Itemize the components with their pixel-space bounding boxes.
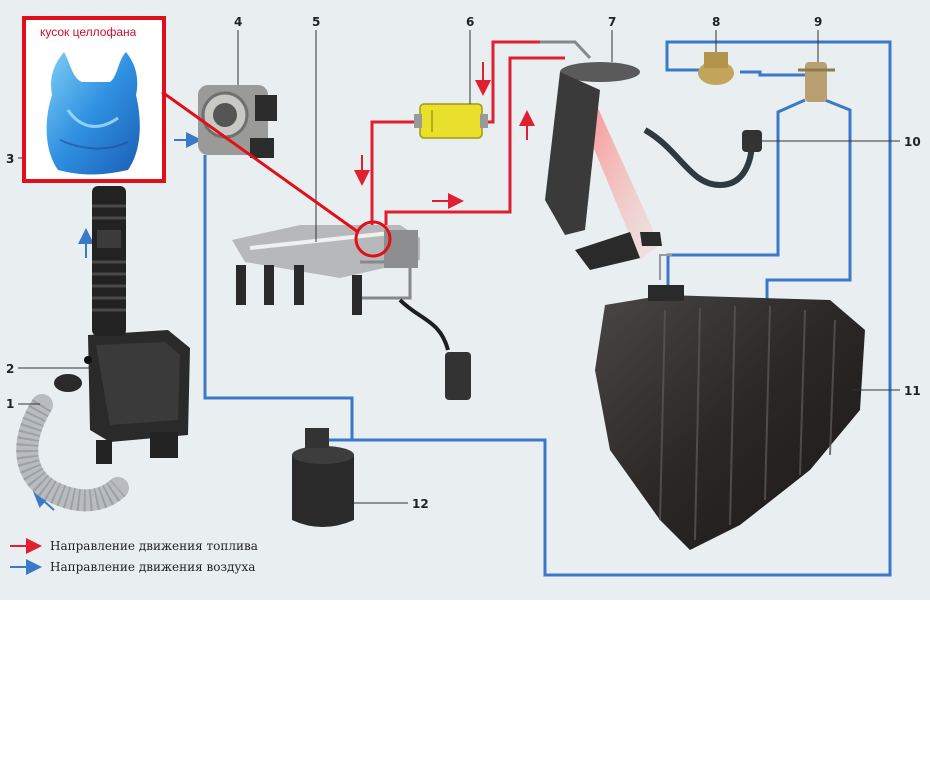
fuel-filter [414,103,488,139]
legend-fuel-text: Направление движения топлива [50,539,258,553]
flow-arrows [33,62,535,511]
inset-label: кусок целлофана [40,25,137,39]
label-part-11: 11 [904,384,921,398]
plastic-bag-image [46,52,140,175]
label-part-10: 10 [904,135,921,149]
legend: Направление движения топлива Направление… [10,538,258,575]
separator [798,62,835,102]
legend-air-text: Направление движения воздуха [50,560,255,574]
intake-hose [16,374,129,512]
label-part-7: 7 [608,15,616,29]
fuel-rail [232,225,471,400]
fuel-tank [595,254,865,550]
label-part-2: 2 [6,362,14,376]
diagram-canvas: 1 2 3 4 5 6 7 8 9 10 11 12 кусок целлофа… [0,0,930,600]
vent-valve [643,127,762,189]
label-part-1: 1 [6,397,14,411]
fuel-system-diagram: 1 2 3 4 5 6 7 8 9 10 11 12 кусок целлофа… [6,15,921,577]
label-part-5: 5 [312,15,320,29]
label-part-6: 6 [466,15,474,29]
label-part-12: 12 [412,497,429,511]
inset-cellophane: кусок целлофана [22,16,166,183]
pointer-line [161,90,359,234]
air-lines [203,40,892,577]
leader-lines [18,30,900,504]
label-part-9: 9 [814,15,822,29]
intake-pipe [92,186,126,336]
label-part-8: 8 [712,15,720,29]
fuel-pump-module [540,40,662,270]
air-filter-housing [84,330,190,464]
carbon-canister [292,428,354,527]
highlight-circle [354,220,392,258]
fuel-lines [370,40,565,250]
label-part-3: 3 [6,152,14,166]
label-part-4: 4 [234,15,242,29]
gravity-valve [698,52,734,85]
